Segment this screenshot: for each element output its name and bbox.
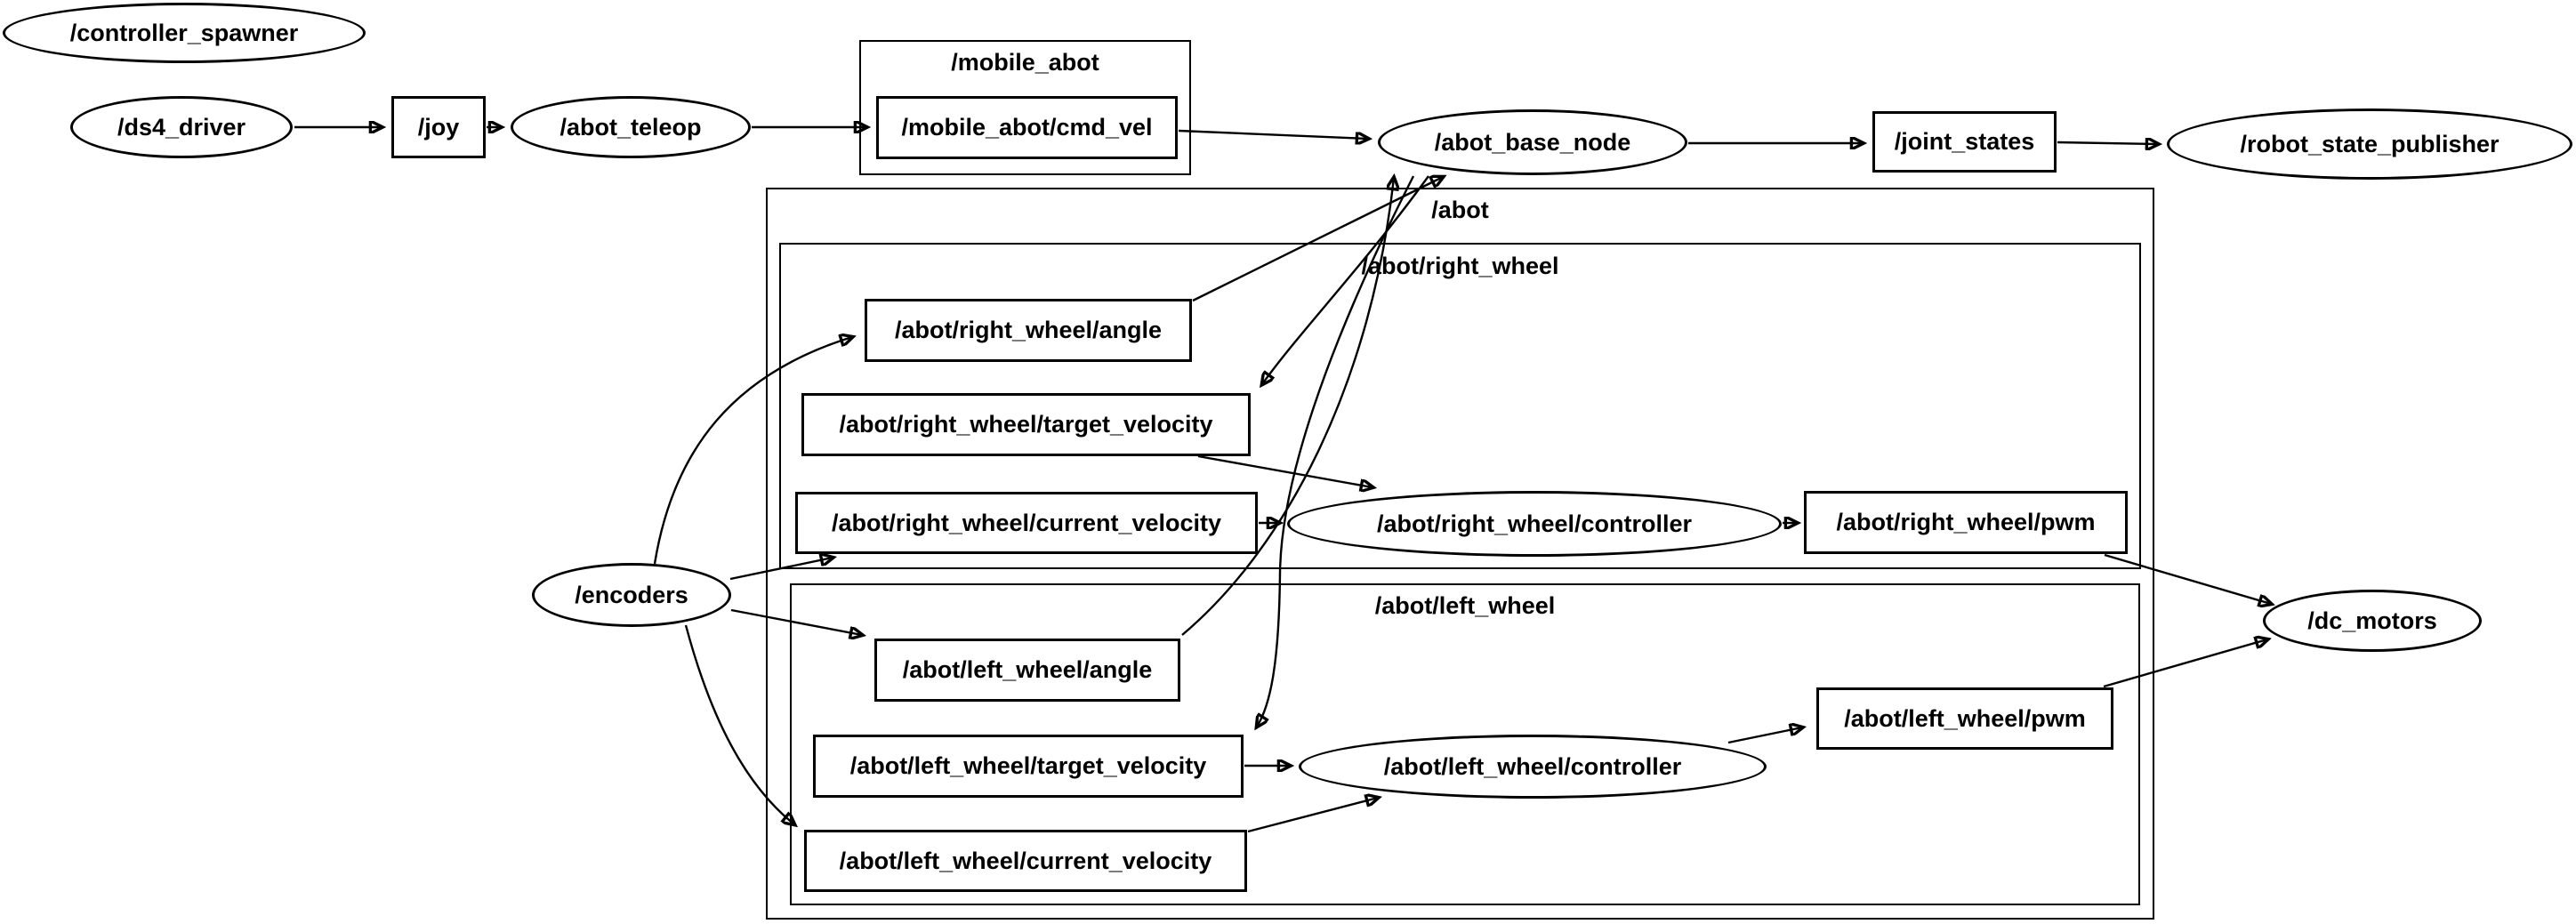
edge-encoders-to-left_wheel_angle	[730, 608, 862, 635]
topic-joy: /joy	[391, 96, 486, 158]
cluster-abot-left-wheel-label: /abot/left_wheel	[1374, 592, 1556, 619]
edge-encoders-to-left_wheel_current_velocity	[684, 624, 794, 824]
edge-left_wheel_controller-to-pwm	[1727, 727, 1802, 744]
topic-left-wheel-current-velocity-label: /abot/left_wheel/current_velocity	[839, 847, 1212, 874]
topic-left-wheel-current-velocity: /abot/left_wheel/current_velocity	[804, 830, 1247, 892]
node-encoders-label: /encoders	[575, 581, 688, 608]
cluster-abot	[766, 188, 2154, 920]
topic-left-wheel-pwm-label: /abot/left_wheel/pwm	[1844, 704, 2086, 732]
node-robot-state-publisher: /robot_state_publisher	[2167, 108, 2572, 180]
edge-left_wheel_current_velocity-to-controller	[1247, 798, 1378, 833]
topic-right-wheel-angle: /abot/right_wheel/angle	[865, 299, 1192, 362]
node-abot-teleop: /abot_teleop	[511, 96, 751, 158]
edge-abot_base_node-to-right_wheel_target_velocity	[1262, 175, 1429, 384]
cluster-abot-right-wheel-label: /abot/right_wheel	[1361, 253, 1559, 279]
topic-left-wheel-target-velocity-label: /abot/left_wheel/target_velocity	[849, 752, 1207, 779]
edge-left_wheel_angle-to-abot_base_node	[1181, 178, 1394, 636]
edge-encoders-to-right_wheel_current_velocity	[729, 558, 833, 581]
topic-left-wheel-pwm: /abot/left_wheel/pwm	[1816, 687, 2113, 750]
node-dc-motors-label: /dc_motors	[2307, 607, 2437, 634]
topic-right-wheel-target-velocity: /abot/right_wheel/target_velocity	[801, 393, 1251, 456]
node-controller-spawner-label: /controller_spawner	[69, 19, 299, 46]
topic-left-wheel-angle-label: /abot/left_wheel/angle	[902, 656, 1153, 683]
edge-encoders-to-right_wheel_angle	[653, 337, 852, 565]
node-abot-teleop-label: /abot_teleop	[559, 113, 702, 141]
node-right-wheel-controller-label: /abot/right_wheel/controller	[1376, 510, 1693, 537]
edge-right_wheel_target_velocity-to-controller	[1197, 454, 1373, 487]
node-controller-spawner: /controller_spawner	[3, 3, 366, 63]
node-dc-motors: /dc_motors	[2263, 590, 2482, 652]
node-right-wheel-controller: /abot/right_wheel/controller	[1287, 491, 1782, 557]
topic-right-wheel-pwm-label: /abot/right_wheel/pwm	[1836, 509, 2096, 535]
topic-mobile-abot-cmd-vel: /mobile_abot/cmd_vel	[876, 96, 1178, 159]
edge-abot_base_node-to-left_wheel_target_velocity	[1257, 175, 1415, 727]
edge-right_wheel_pwm-to-dc_motors	[2104, 553, 2271, 604]
topic-right-wheel-angle-label: /abot/right_wheel/angle	[894, 317, 1163, 343]
edge-right_wheel_angle-to-abot_base_node	[1192, 177, 1443, 302]
topic-mobile-abot-cmd-vel-label: /mobile_abot/cmd_vel	[901, 114, 1153, 141]
node-abot-base-node: /abot_base_node	[1378, 109, 1687, 175]
topic-right-wheel-current-velocity: /abot/right_wheel/current_velocity	[795, 492, 1258, 554]
topic-right-wheel-target-velocity-label: /abot/right_wheel/target_velocity	[839, 411, 1213, 438]
cluster-abot-right-wheel	[779, 243, 2141, 569]
node-ds4-driver-label: /ds4_driver	[117, 113, 246, 141]
topic-left-wheel-angle: /abot/left_wheel/angle	[874, 639, 1180, 702]
node-ds4-driver: /ds4_driver	[70, 96, 293, 158]
edge-joint_states-to-robot_state_publisher	[2057, 142, 2158, 144]
edge-cmd_vel-to-abot_base_node	[1178, 129, 1368, 139]
cluster-mobile-abot	[859, 40, 1191, 175]
topic-right-wheel-pwm: /abot/right_wheel/pwm	[1804, 491, 2128, 554]
topic-right-wheel-current-velocity-label: /abot/right_wheel/current_velocity	[831, 509, 1222, 536]
topic-left-wheel-target-velocity: /abot/left_wheel/target_velocity	[813, 735, 1244, 798]
node-robot-state-publisher-label: /robot_state_publisher	[2240, 130, 2500, 157]
node-abot-base-node-label: /abot_base_node	[1434, 128, 1631, 156]
topic-joint-states-label: /joint_states	[1894, 128, 2035, 155]
topic-joint-states: /joint_states	[1872, 111, 2057, 173]
topic-joy-label: /joy	[417, 113, 460, 141]
node-left-wheel-controller-label: /abot/left_wheel/controller	[1383, 752, 1682, 780]
cluster-abot-label: /abot	[1431, 197, 1489, 223]
cluster-abot-left-wheel	[790, 583, 2140, 905]
node-left-wheel-controller: /abot/left_wheel/controller	[1299, 735, 1767, 799]
edge-left_wheel_pwm-to-dc_motors	[2103, 639, 2267, 688]
cluster-mobile-abot-label: /mobile_abot	[951, 49, 1099, 76]
node-encoders: /encoders	[532, 563, 731, 627]
